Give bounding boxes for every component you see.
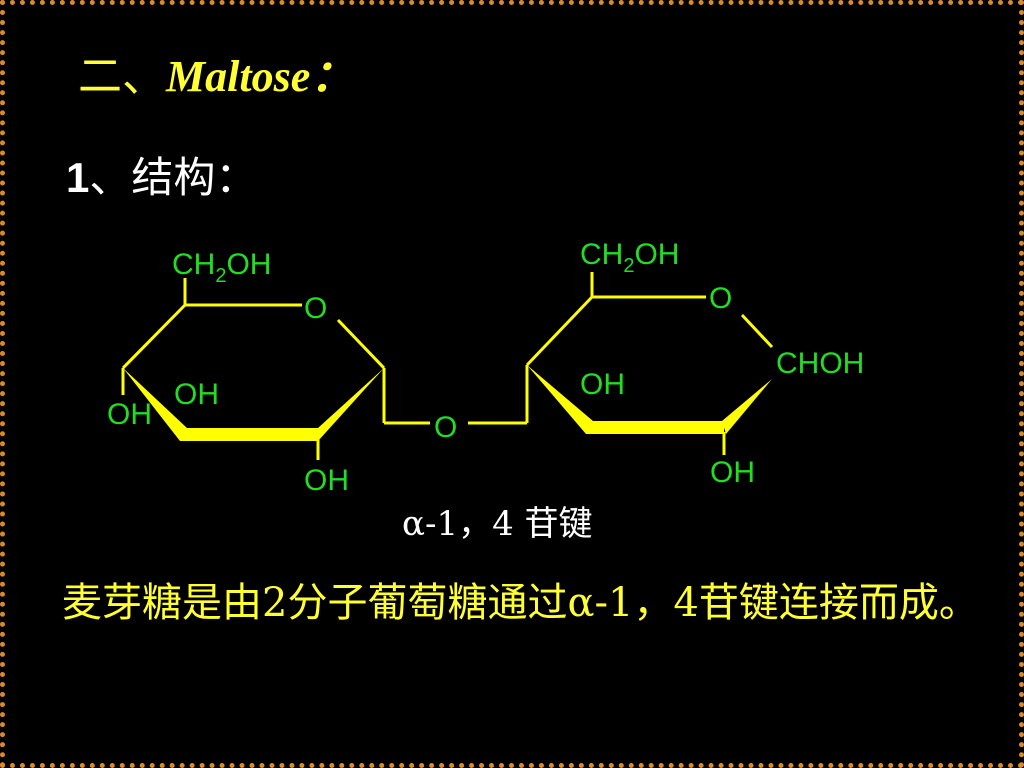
- left-wedge-c2-c1: [318, 368, 384, 441]
- left-ch2oh-label: CH2OH: [172, 248, 271, 287]
- bonds: [121, 272, 774, 460]
- glycosidic-oxygen-label: O: [434, 411, 457, 444]
- left-wedge-c4-c3: [123, 368, 187, 441]
- slide-title: 二、Maltose：: [78, 40, 354, 104]
- section-heading: 1、结构：: [66, 144, 257, 205]
- wedge-bonds: [123, 365, 772, 441]
- right-c4-c5-bond: [525, 295, 594, 367]
- title-maltose: Maltose: [166, 52, 311, 101]
- section-number: 1: [66, 154, 90, 201]
- left-o-c1-bond: [336, 318, 386, 370]
- right-bold-bond-c3-c2: [591, 421, 724, 434]
- title-colon: ：: [310, 52, 355, 101]
- right-c2-oh-label: OH: [710, 456, 755, 489]
- right-ring-oxygen-label: O: [709, 282, 732, 315]
- left-c5-c4-bond: [121, 303, 187, 370]
- right-c3-oh-label: OH: [580, 368, 625, 401]
- left-bold-bond-c3-c2: [185, 428, 318, 441]
- right-wedge-c2-c1: [722, 379, 772, 434]
- title-prefix: 二、: [78, 51, 166, 102]
- glycosidic-bond-caption: α-1，4 苷键: [402, 504, 593, 544]
- right-wedge-c4-c3: [527, 365, 593, 434]
- right-ch2oh-label: CH2OH: [580, 238, 679, 277]
- left-c4-oh-label: OH: [107, 398, 152, 431]
- left-c3-oh-label: OH: [174, 378, 219, 411]
- maltose-description: 麦芽糖是由2分子葡萄糖通过α-1，4苷键连接而成。: [62, 580, 979, 626]
- left-c2-oh-label: OH: [304, 464, 349, 497]
- section-label: 、结构：: [89, 153, 258, 202]
- right-anomeric-choh-label: CHOH: [776, 347, 864, 380]
- left-ring-oxygen-label: O: [304, 292, 327, 325]
- right-o-c1-bond: [740, 313, 774, 349]
